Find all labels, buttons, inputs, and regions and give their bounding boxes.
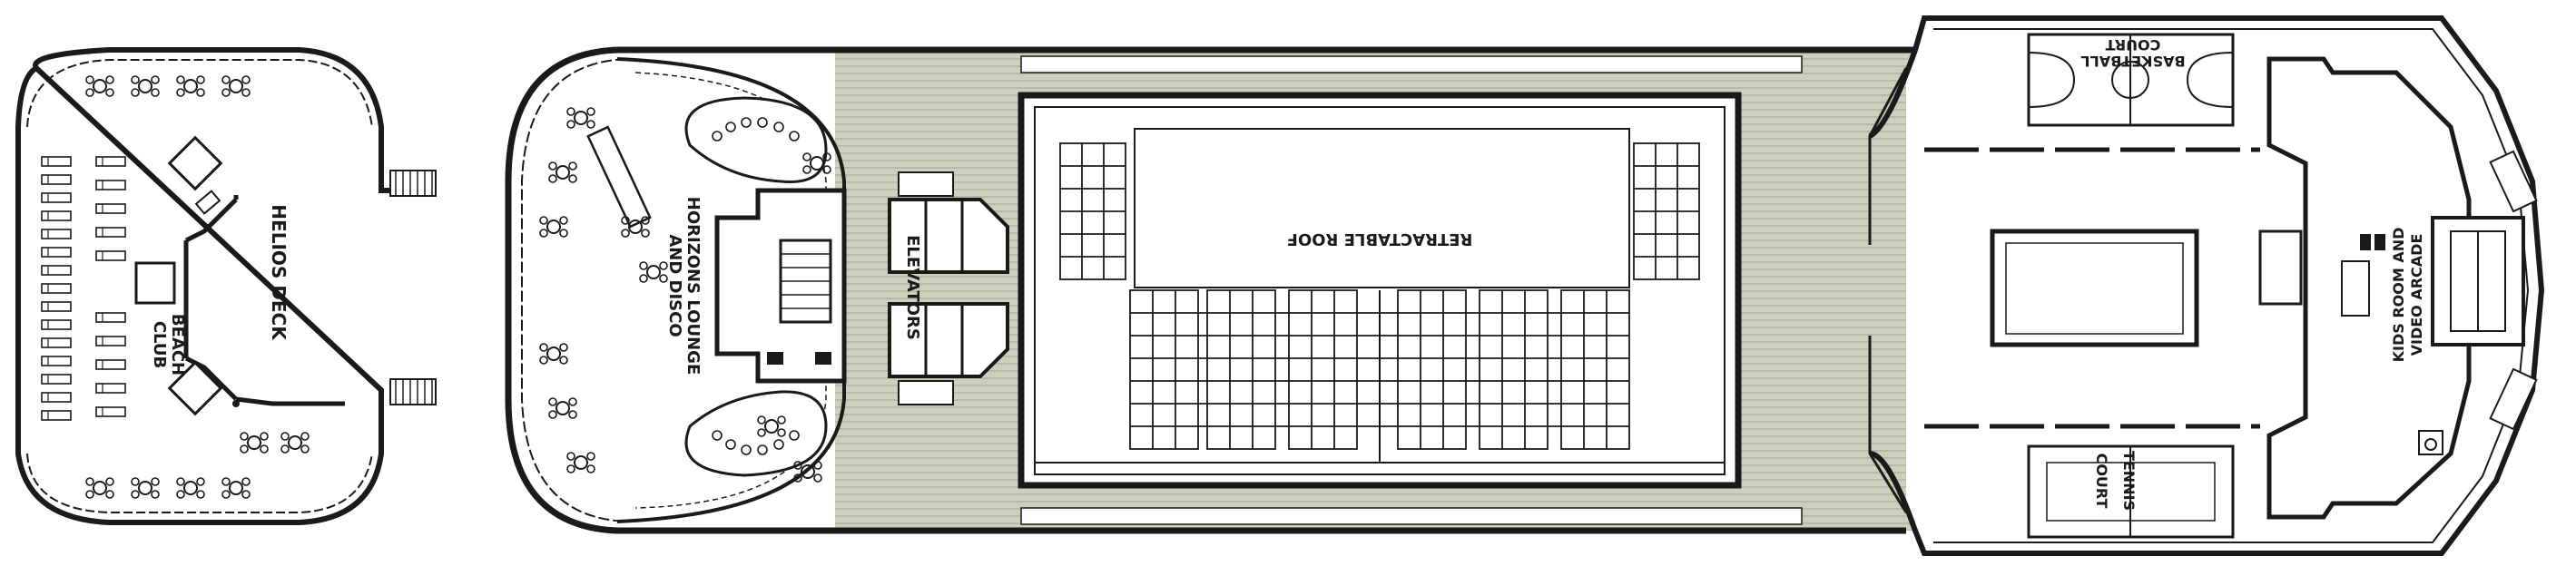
stair-lower [389,378,437,405]
bow-stair-lower [2489,367,2538,431]
basketball-label-line1: BASKETBALL [2080,53,2185,70]
svg-text:CLUB: CLUB [150,321,169,368]
horizons-lounge-label-line1: HORIZONS LOUNGE [683,197,703,375]
retractable-roof-label: RETRACTABLE ROOF [1287,229,1473,249]
helios-deck-rail [26,59,373,128]
accessible-stair [2341,260,2370,317]
beach-club-bar [134,261,176,305]
helios-deck-label: HELIOS DECK [268,204,290,341]
tennis-court: TENNIS COURT [2027,444,2235,539]
restroom-icon [767,352,831,365]
elevators-block: ELEVATORS [888,171,1009,405]
beach-club-label: BEACH CLUB [150,314,187,376]
seating-blocks-lower [1129,289,1630,450]
retractable-roof [1134,128,1630,288]
railing-benches-top [1020,55,1803,73]
seating-grid-right [1633,142,1700,280]
beach-club-divider [183,195,345,406]
lounge-bar-table [586,125,652,229]
sports-deck-outline [1868,15,2545,556]
tennis-label-line1: TENNIS [2120,451,2138,511]
restroom-icon [2360,234,2385,250]
kids-room-label-line2: VIDEO ARCADE [2408,234,2425,356]
seating-grid-left [1059,142,1126,280]
horizons-lounge-label-line2: AND DISCO [665,234,684,337]
railing-benches-bottom [1020,507,1803,525]
svg-text:BEACH: BEACH [168,314,187,376]
helios-deck-section: HELIOS DECK BEACH CLUB [15,47,437,525]
bow-stair-upper [2489,150,2538,213]
basketball-label-line2: COURT [2105,36,2160,54]
hull-outline [505,46,1915,534]
wheelchair-icon [2418,430,2443,455]
elevators-label: ELEVATORS [903,235,922,340]
stair-upper [389,170,437,197]
sports-deck-section: BASKETBALL COURT TENNIS COURT [1868,15,2545,556]
basketball-court: BASKETBALL COURT [2027,33,2235,127]
main-deck-section: HORIZONS LOUNGE AND DISCO ELEVATORS RETR… [505,46,1915,534]
helios-deck-outline [15,47,390,525]
tennis-label-line2: COURT [2093,454,2110,509]
kids-room-label-line1: KIDS ROOM AND [2390,228,2407,363]
